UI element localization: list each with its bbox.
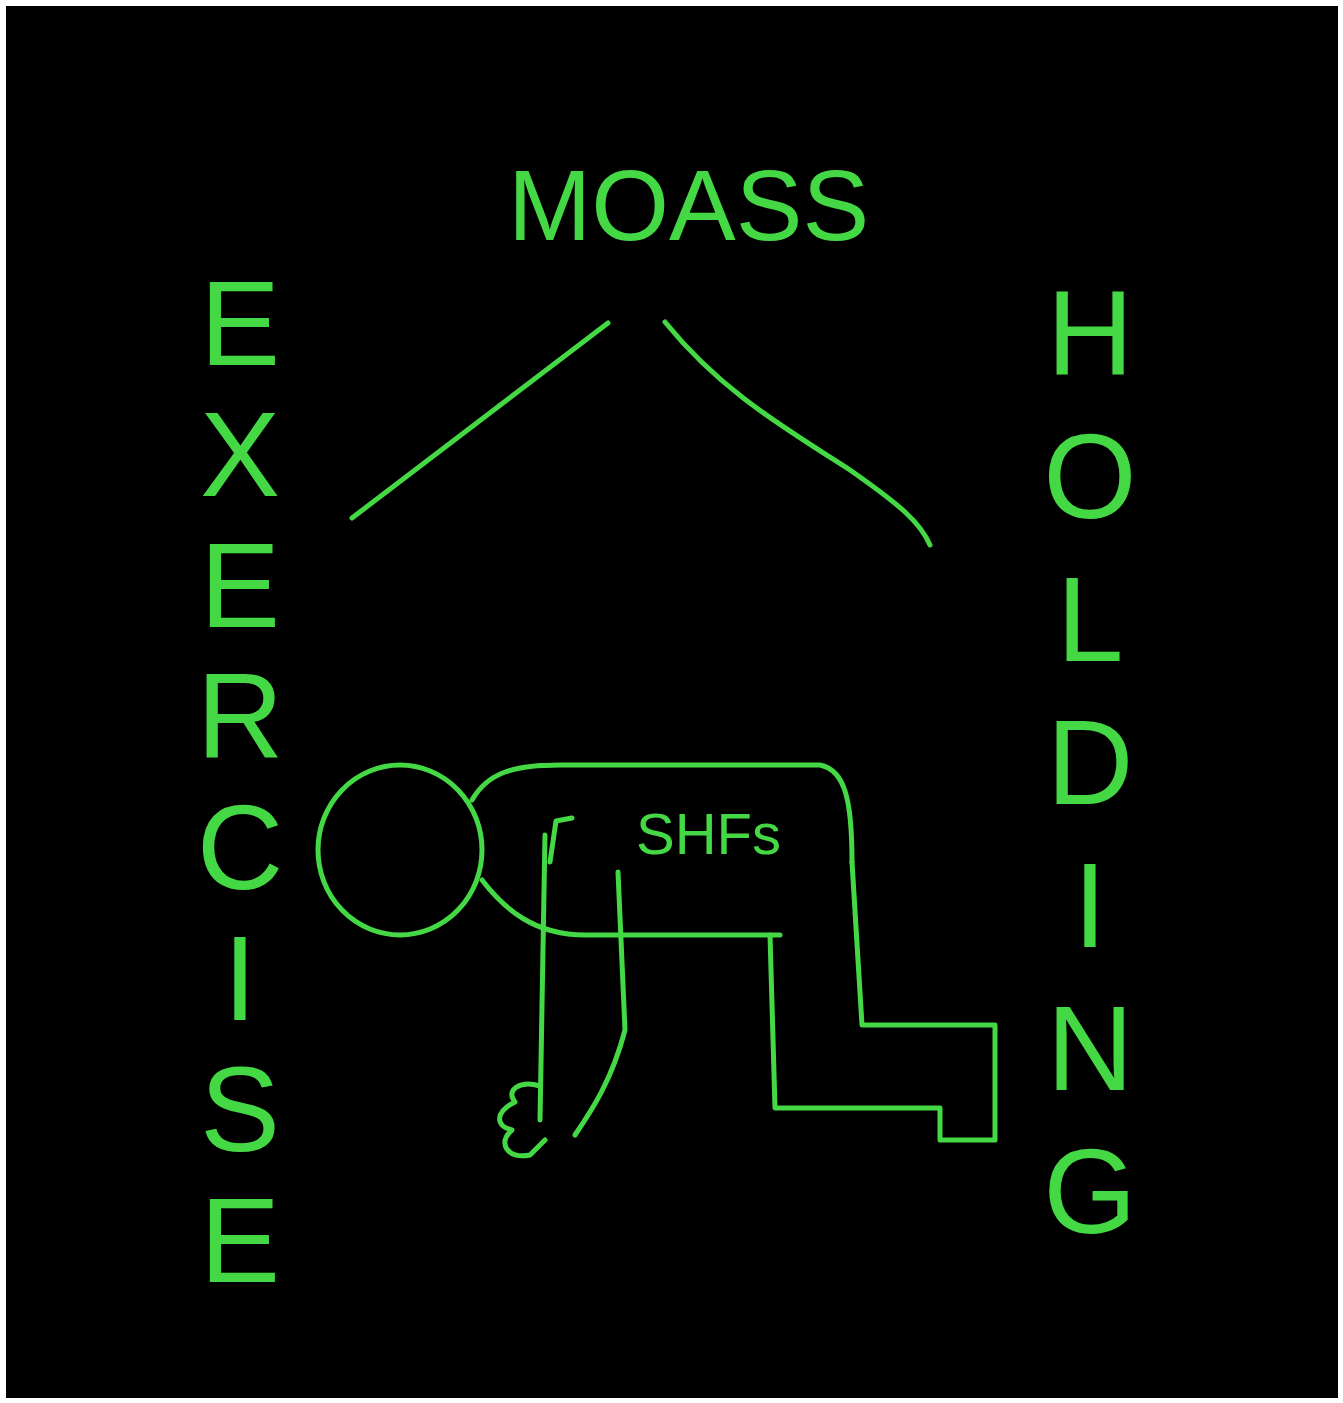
figure-hand (500, 1084, 545, 1156)
figure-shoulder (550, 818, 572, 862)
figure-leg (770, 862, 995, 1140)
side-word: HOLDING (1042, 262, 1138, 1263)
figure-belly (482, 880, 780, 935)
roof-line (665, 322, 930, 545)
figure-arm (540, 835, 545, 1120)
heading-text: MOASS (508, 148, 869, 263)
figure-head (318, 765, 482, 935)
side-word: EXERCISE (192, 258, 288, 1306)
figure-arm (575, 872, 625, 1135)
roof-line (352, 323, 608, 518)
body-label: SHFs (636, 800, 781, 867)
